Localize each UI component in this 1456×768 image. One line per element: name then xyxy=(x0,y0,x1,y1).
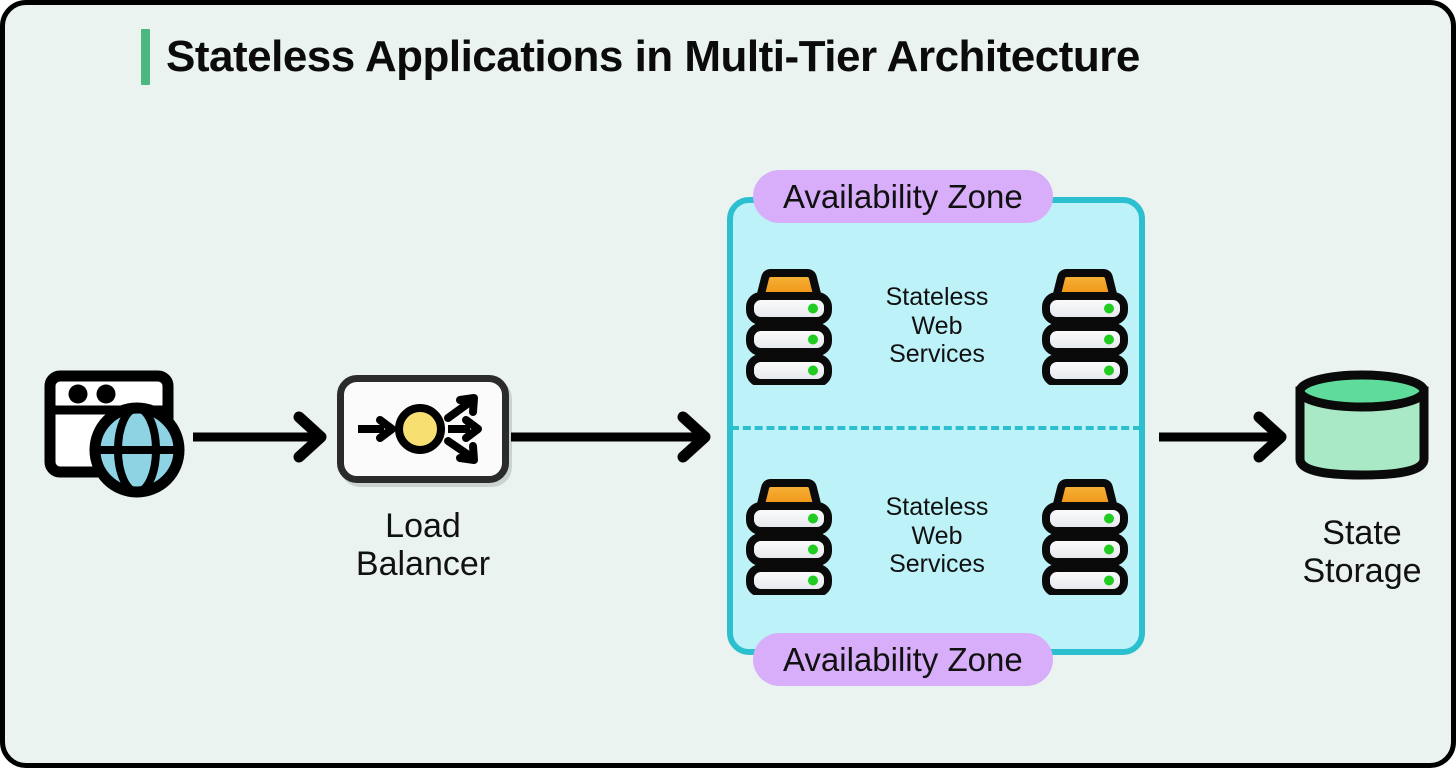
tier-row-top: Stateless Web Services xyxy=(741,267,1133,385)
page-title: Stateless Applications in Multi-Tier Arc… xyxy=(141,29,1140,85)
server-stack-icon xyxy=(1042,269,1128,385)
arrow-client-to-load-balancer xyxy=(193,411,327,463)
load-balancer-card xyxy=(337,375,509,483)
client-node xyxy=(43,368,193,498)
browser-globe-icon xyxy=(44,370,185,498)
tier-row-bottom: Stateless Web Services xyxy=(741,477,1133,595)
availability-zone-pill-top: Availability Zone xyxy=(753,170,1053,223)
title-text: Stateless Applications in Multi-Tier Arc… xyxy=(166,32,1140,81)
tier-caption-top: Stateless Web Services xyxy=(885,283,989,369)
load-balancer-icon xyxy=(358,394,482,464)
load-balancer-node: Load Balancer xyxy=(337,375,509,583)
state-storage-label: State Storage xyxy=(1302,514,1422,591)
server-stack-icon xyxy=(1042,479,1128,595)
availability-zone-pill-bottom: Availability Zone xyxy=(753,633,1053,686)
server-stack-icon xyxy=(746,479,832,595)
state-storage-node: State Storage xyxy=(1267,365,1451,591)
availability-zone-divider xyxy=(731,426,1141,430)
title-accent-bar xyxy=(141,29,150,85)
database-cylinder-icon xyxy=(1295,370,1429,480)
server-stack-icon xyxy=(746,269,832,385)
arrow-zone-to-state-storage xyxy=(1159,411,1287,463)
load-balancer-label: Load Balancer xyxy=(355,507,491,584)
arrow-load-balancer-to-zone xyxy=(511,411,711,463)
tier-caption-bottom: Stateless Web Services xyxy=(885,493,989,579)
